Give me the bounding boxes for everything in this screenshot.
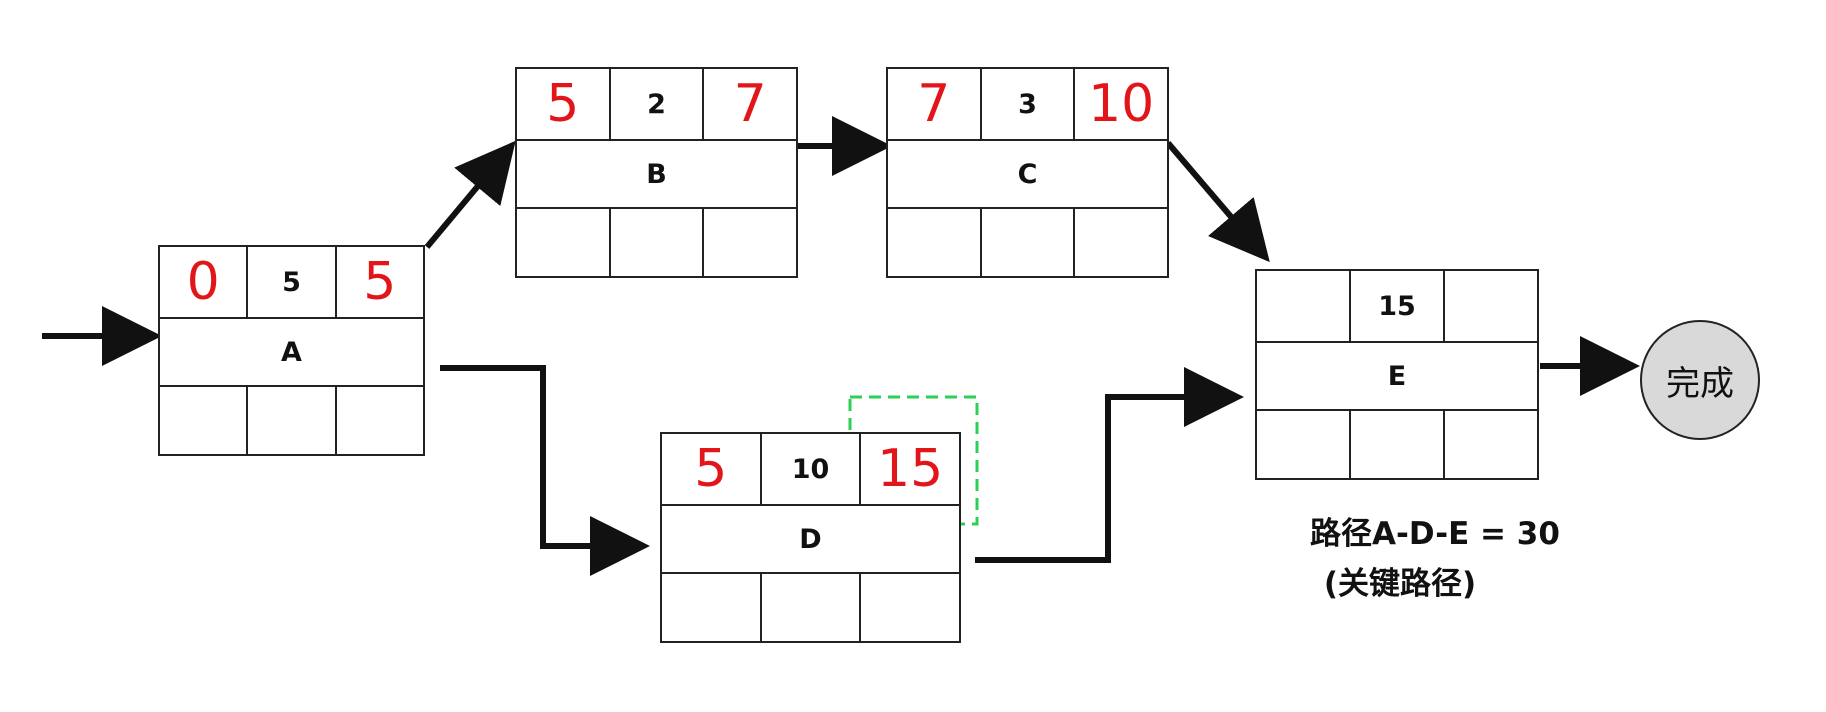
node-c-duration: 3 <box>982 69 1076 139</box>
edge-d-e <box>975 367 1244 563</box>
node-b-late-finish <box>704 209 796 276</box>
activity-node-d: 5 10 15 D <box>660 432 961 643</box>
node-b-name: B <box>646 158 667 190</box>
node-a-early-start: 0 <box>160 247 249 317</box>
node-d-early-finish: 15 <box>877 439 944 499</box>
activity-node-b: 5 2 7 B <box>515 67 798 278</box>
node-b-duration: 2 <box>611 69 705 139</box>
critical-path-length: 路径A-D-E = 30 <box>1310 516 1560 552</box>
node-c-early-finish: 10 <box>1088 74 1155 134</box>
node-d-late-finish <box>861 574 959 641</box>
node-d-duration: 10 <box>762 434 862 504</box>
node-a-late-start <box>160 387 249 454</box>
node-c-name: C <box>1017 158 1038 190</box>
node-a-duration: 5 <box>248 247 337 317</box>
node-e-duration: 15 <box>1351 271 1445 341</box>
node-b-early-start: 5 <box>517 69 611 139</box>
node-d-slack <box>762 574 862 641</box>
node-a-early-finish: 5 <box>363 252 397 312</box>
node-c-late-start <box>888 209 982 276</box>
edge-c-e <box>1165 141 1270 263</box>
node-d-name: D <box>799 523 822 555</box>
node-e-late-finish <box>1445 411 1537 478</box>
node-e-late-start <box>1257 411 1351 478</box>
node-d-late-start <box>662 574 762 641</box>
node-b-slack <box>611 209 705 276</box>
node-e-name: E <box>1387 360 1407 392</box>
activity-node-e: 15 E <box>1255 269 1539 480</box>
node-c-slack <box>982 209 1076 276</box>
node-a-name: A <box>281 336 302 368</box>
activity-node-a: 0 5 5 A <box>158 245 425 456</box>
node-d-early-start: 5 <box>662 434 762 504</box>
finish-node: 完成 <box>1640 320 1760 440</box>
node-b-late-start <box>517 209 611 276</box>
node-a-slack <box>248 387 337 454</box>
edge-a-b <box>424 140 516 249</box>
critical-path-note: (关键路径) <box>1323 566 1477 602</box>
node-e-slack <box>1351 411 1445 478</box>
edge-a-d <box>440 365 650 576</box>
node-c-late-finish <box>1075 209 1167 276</box>
node-b-early-finish: 7 <box>733 74 767 134</box>
activity-node-c: 7 3 10 C <box>886 67 1169 278</box>
node-e-early-finish <box>1445 271 1537 341</box>
node-e-early-start <box>1257 271 1351 341</box>
node-c-early-start: 7 <box>888 69 982 139</box>
node-a-late-finish <box>337 387 423 454</box>
